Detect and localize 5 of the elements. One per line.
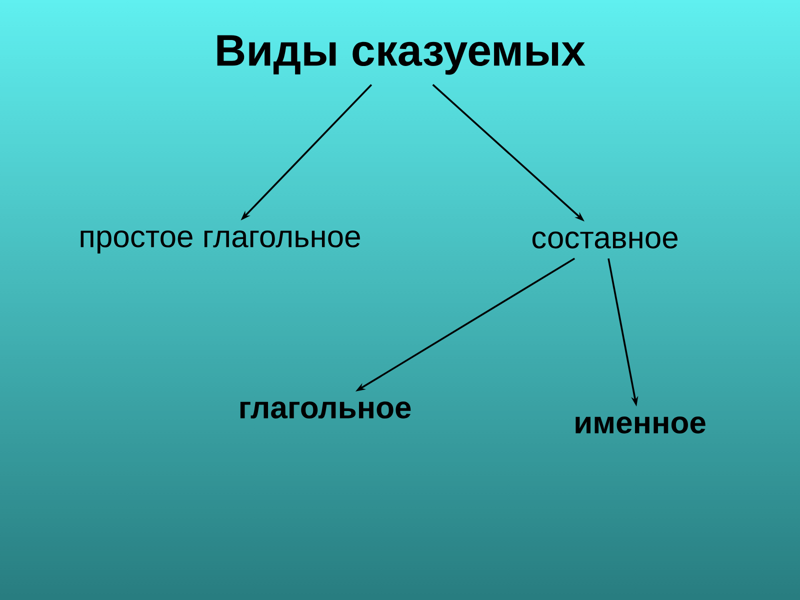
node-label: составное (532, 232, 678, 248)
title: Виды сказуемых (217, 35, 586, 75)
node-label: именное (576, 416, 706, 434)
node-label: простое глагольное (80, 230, 360, 254)
node-label: глагольное (240, 402, 411, 418)
